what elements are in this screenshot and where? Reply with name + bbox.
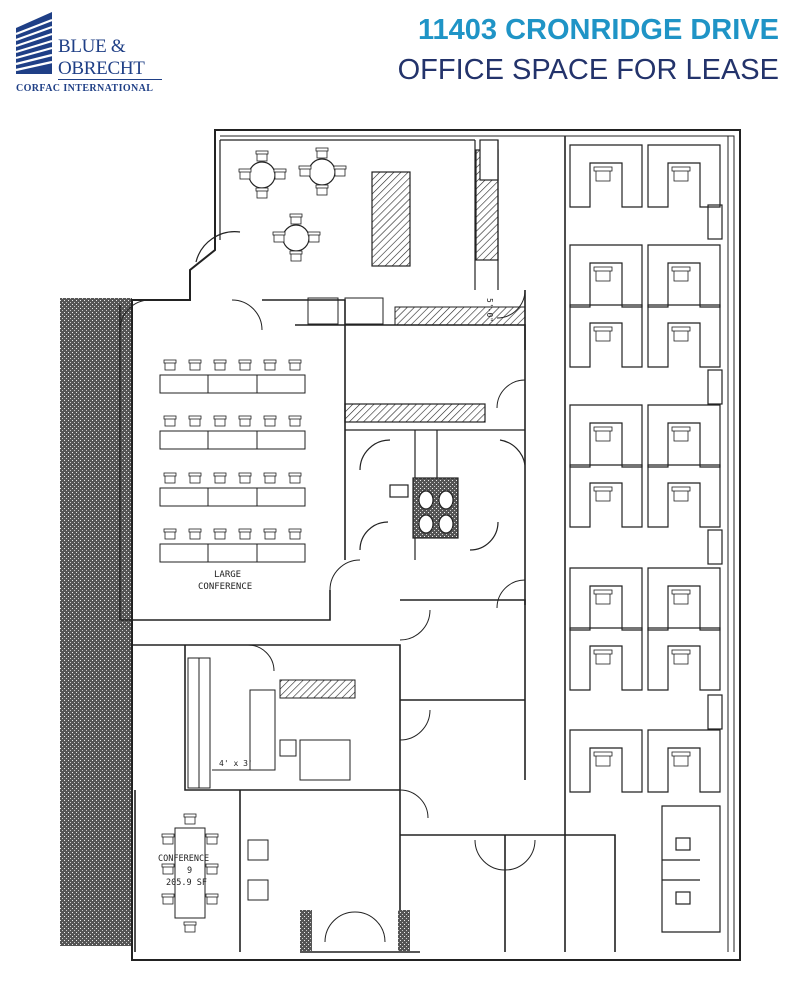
exterior-wall-window (60, 298, 122, 946)
training-tables (159, 374, 306, 563)
logo-wordmark: BLUE & OBRECHT (58, 36, 145, 80)
large-conference-room: LARGE CONFERENCE (159, 359, 306, 592)
cubicle (569, 244, 643, 308)
conference-area: 205.9 SF (166, 878, 207, 888)
cubicle (569, 627, 643, 691)
large-conference-label-line1: LARGE (214, 570, 241, 580)
workstations (569, 144, 723, 933)
cubicle (647, 404, 721, 468)
closet-dimension: 4' x 3' (219, 759, 253, 768)
header: BLUE & OBRECHT CORFAC INTERNATIONAL 1140… (0, 0, 793, 120)
floor-plan: 5'-0" (60, 129, 741, 961)
cubicle (569, 304, 643, 368)
cubicle (647, 244, 721, 308)
cubicle (569, 729, 643, 793)
cubicle (569, 567, 643, 631)
cubicle (569, 464, 643, 528)
cubicle (647, 144, 721, 208)
conference-label: CONFERENCE (158, 854, 209, 864)
round-table (238, 150, 287, 199)
cubicle (647, 464, 721, 528)
conference-number: 9 (187, 866, 192, 876)
building-outline (131, 129, 741, 961)
blue-obrecht-logo[interactable]: BLUE & OBRECHT CORFAC INTERNATIONAL (12, 12, 162, 94)
property-address: 11403 CRONRIDGE DRIVE (417, 14, 779, 46)
restrooms (344, 403, 526, 560)
small-conference-room: CONFERENCE 9 205.9 SF (158, 813, 269, 933)
cubicle (569, 404, 643, 468)
logo-name-line2: OBRECHT (58, 58, 145, 79)
logo-name-line1: BLUE & (58, 36, 126, 57)
logo-subtitle: CORFAC INTERNATIONAL (16, 83, 154, 94)
building-logo-icon (15, 12, 53, 74)
cubicle (647, 567, 721, 631)
cubicle (647, 729, 721, 793)
storage-closet (187, 657, 351, 789)
counter (371, 171, 411, 267)
round-table (298, 147, 347, 196)
break-room (195, 139, 499, 290)
round-table (272, 213, 321, 262)
cubicle (647, 627, 721, 691)
cubicle (647, 304, 721, 368)
large-conference-label-line2: CONFERENCE (198, 582, 252, 592)
listing-subtitle: OFFICE SPACE FOR LEASE (397, 54, 779, 86)
cubicle (569, 144, 643, 208)
logo-divider (58, 79, 162, 80)
